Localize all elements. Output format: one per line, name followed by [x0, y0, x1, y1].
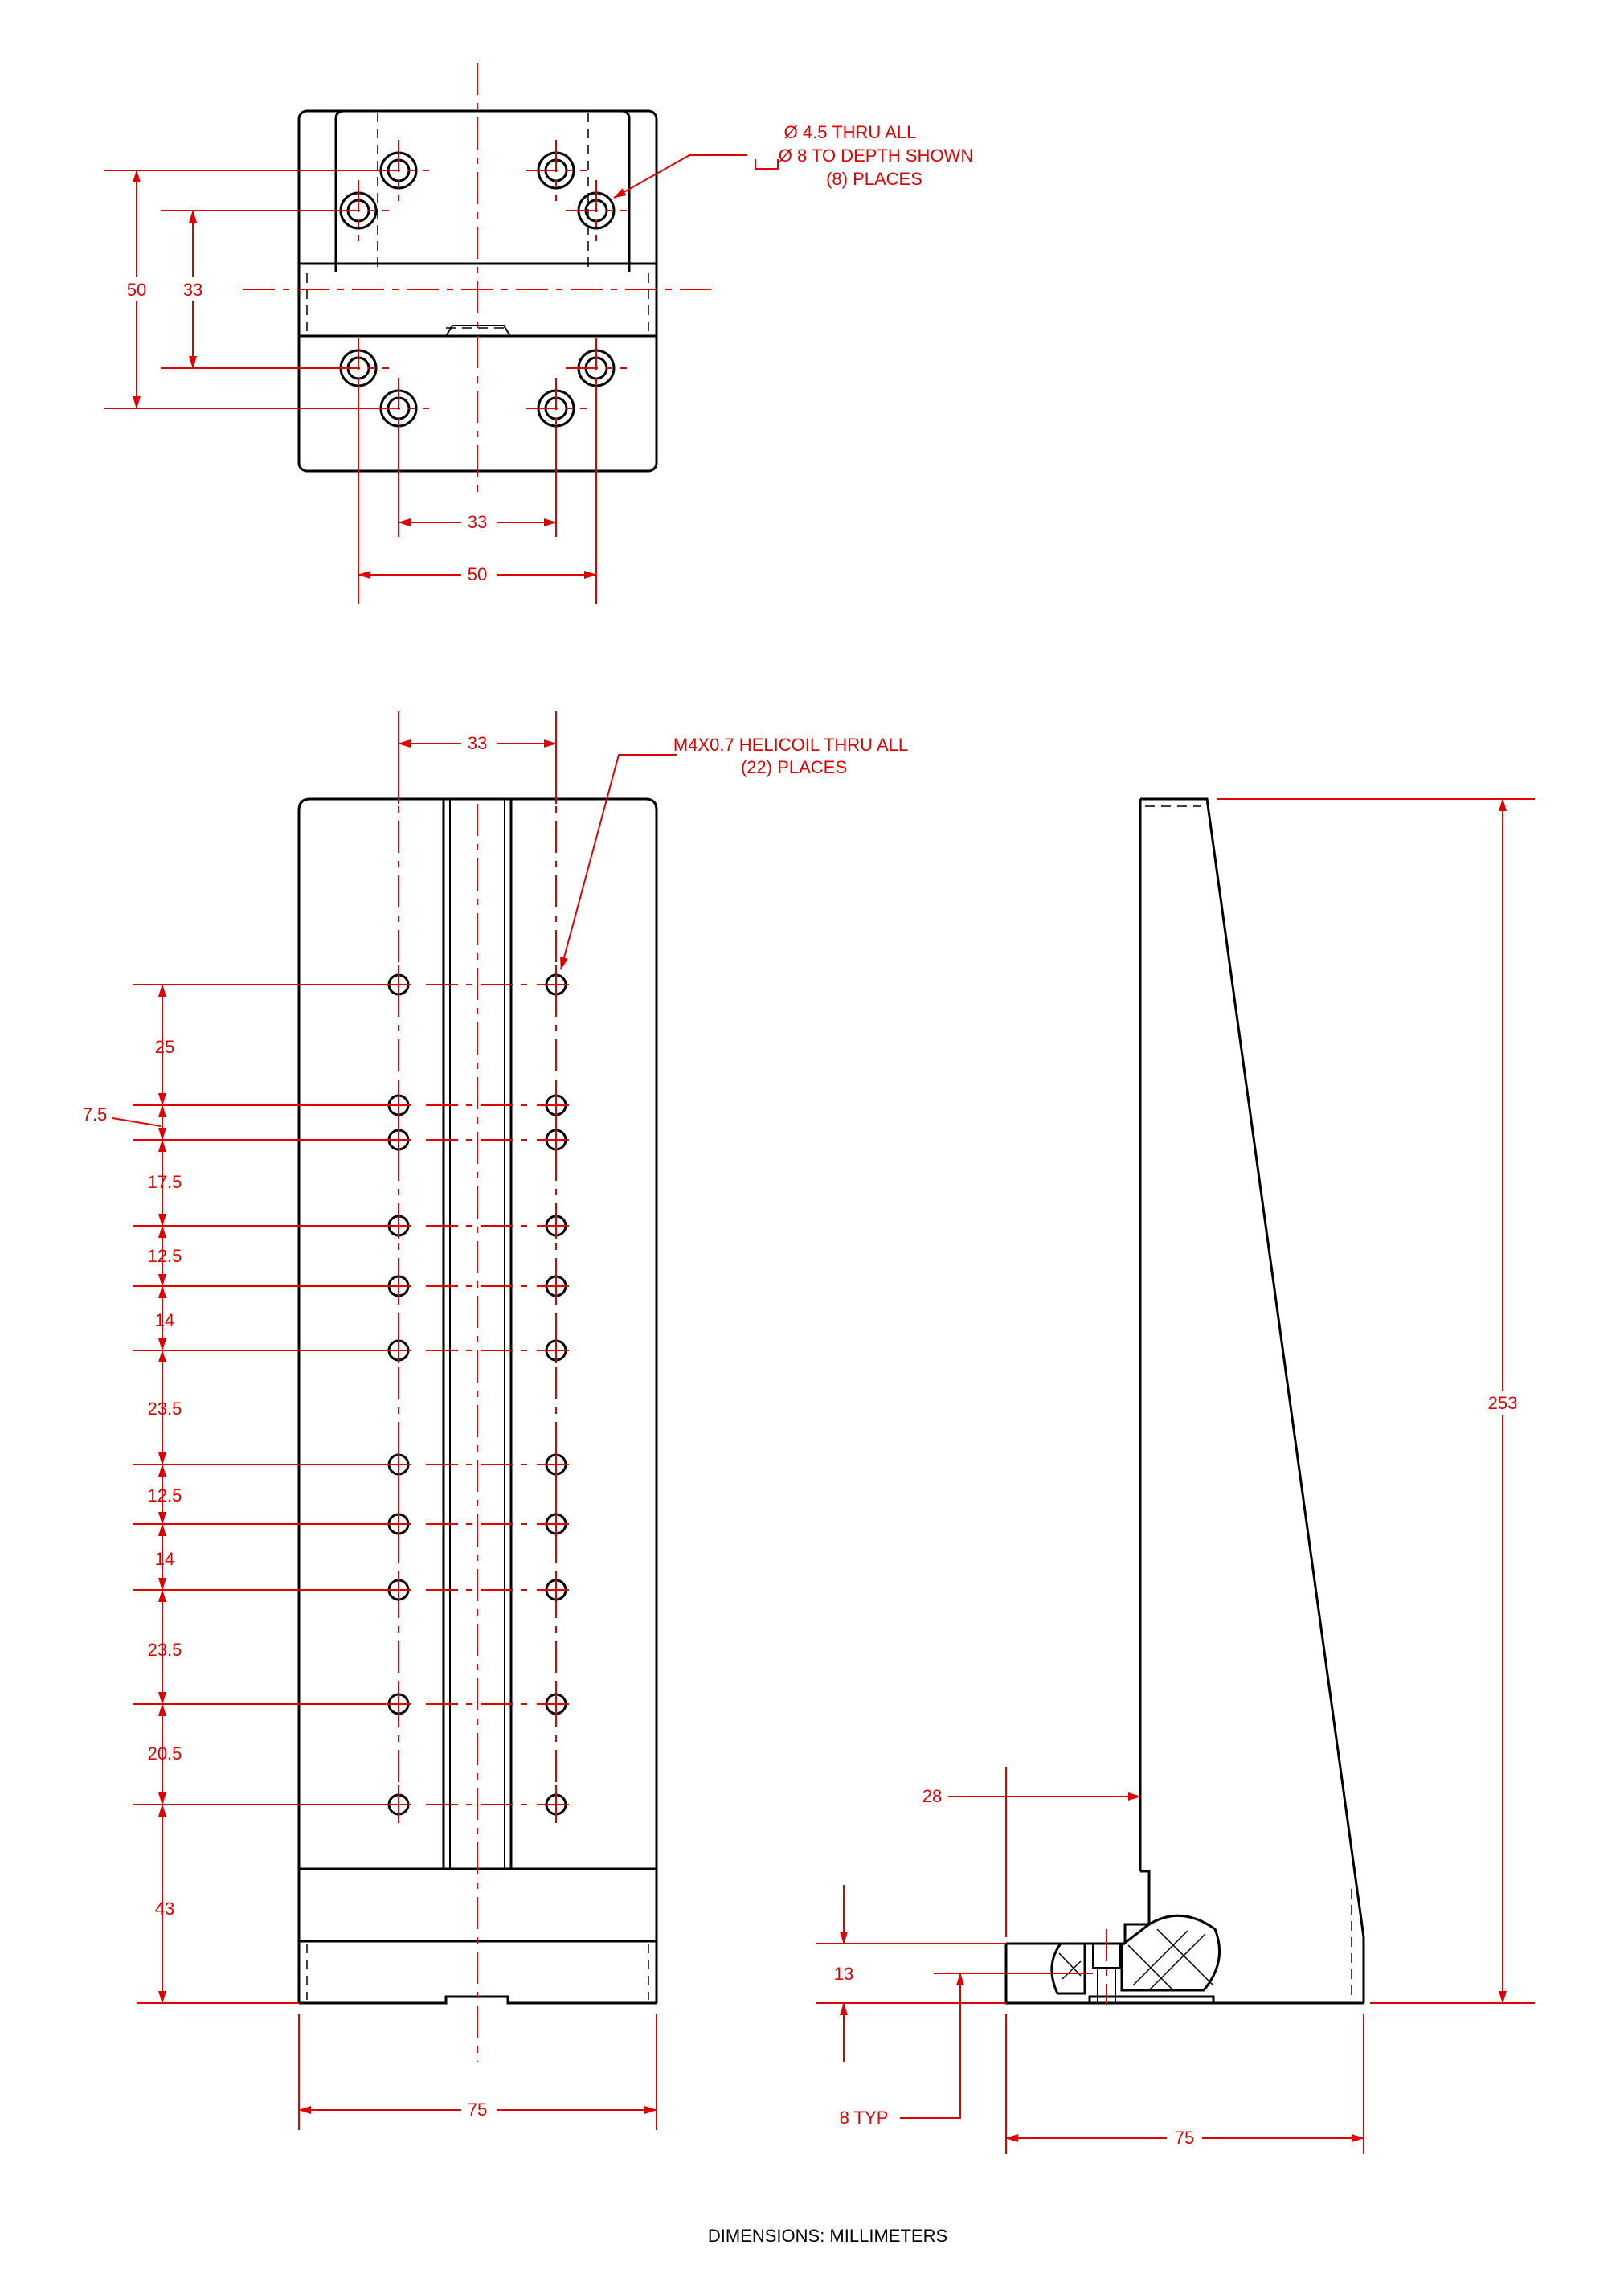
helicoil-hole — [537, 1445, 575, 1484]
dim-side-253: 253 — [1488, 1393, 1518, 1413]
front-view: 25 7.5 17.5 12.5 14 23.5 12.5 14 23.5 20… — [83, 711, 908, 2130]
helicoil-hole — [537, 1785, 575, 1824]
helicoil-hole — [537, 965, 575, 1004]
side-view-upright — [1140, 797, 1365, 2003]
front-spacing-dimensions — [133, 984, 381, 2004]
side-view-hatched-section — [1120, 1914, 1221, 1992]
top-hole-note-line3: (8) PLACES — [826, 169, 922, 189]
dim-top-33-horizontal: 33 — [468, 512, 487, 532]
helicoil-hole — [379, 1445, 418, 1484]
helicoil-hole — [537, 1086, 575, 1125]
helicoil-hole — [537, 1571, 575, 1609]
dim-front-spacing: 23.5 — [148, 1399, 182, 1419]
top-view: 50 33 33 50 Ø 4.5 THRU ALL Ø 8 TO DEPTH … — [104, 63, 973, 604]
units-note: DIMENSIONS: MILLIMETERS — [708, 2226, 947, 2246]
dim-front-spacing: 43 — [155, 1899, 174, 1919]
dim-front-spacing: 20.5 — [148, 1743, 182, 1764]
front-hole-note-line2: (22) PLACES — [741, 757, 847, 777]
dim-side-75: 75 — [1175, 2128, 1194, 2148]
helicoil-hole — [379, 1331, 418, 1370]
front-hole-note-line1: M4X0.7 HELICOIL THRU ALL — [673, 735, 908, 755]
dim-top-50-vertical: 50 — [127, 280, 146, 300]
dim-top-50-horizontal: 50 — [468, 564, 487, 584]
counterbore-hole — [526, 140, 587, 201]
helicoil-hole — [379, 1785, 418, 1824]
helicoil-hole — [379, 1685, 418, 1723]
helicoil-hole — [537, 1685, 575, 1723]
dim-front-spacing: 7.5 — [83, 1104, 108, 1125]
helicoil-hole — [379, 965, 418, 1004]
dim-top-33-vertical: 33 — [183, 280, 202, 300]
side-view: 253 28 13 8 TYP 75 — [816, 797, 1535, 2154]
dim-front-75: 75 — [468, 2100, 487, 2120]
helicoil-hole — [537, 1207, 575, 1245]
top-hole-note-line2: Ø 8 TO DEPTH SHOWN — [779, 145, 973, 166]
dim-side-28: 28 — [922, 1786, 942, 1806]
dim-front-spacing: 12.5 — [148, 1246, 182, 1266]
counterbore-hole — [566, 180, 627, 241]
helicoil-hole — [379, 1086, 418, 1125]
dim-side-8-typ: 8 TYP — [840, 2108, 889, 2128]
helicoil-hole — [537, 1331, 575, 1370]
helicoil-hole — [379, 1505, 418, 1543]
helicoil-hole — [379, 1121, 418, 1159]
front-view-holes — [379, 965, 575, 1824]
helicoil-hole — [537, 1267, 575, 1305]
helicoil-hole — [537, 1121, 575, 1159]
front-view-body — [297, 797, 658, 2003]
helicoil-hole — [537, 1505, 575, 1543]
dim-front-spacing: 14 — [155, 1549, 174, 1569]
top-view-upper-block — [334, 109, 631, 272]
dim-front-spacing: 17.5 — [148, 1172, 182, 1192]
dim-side-13: 13 — [834, 1964, 853, 1984]
top-hole-note-line1: Ø 4.5 THRU ALL — [784, 122, 917, 142]
dim-front-spacing: 12.5 — [148, 1485, 182, 1506]
helicoil-hole — [379, 1267, 418, 1305]
dim-front-spacing: 25 — [155, 1037, 174, 1057]
dim-front-33: 33 — [468, 733, 487, 753]
dim-front-spacing: 23.5 — [148, 1640, 182, 1660]
helicoil-hole — [379, 1207, 418, 1245]
helicoil-hole — [379, 1571, 418, 1609]
dim-front-spacing: 14 — [155, 1310, 174, 1330]
